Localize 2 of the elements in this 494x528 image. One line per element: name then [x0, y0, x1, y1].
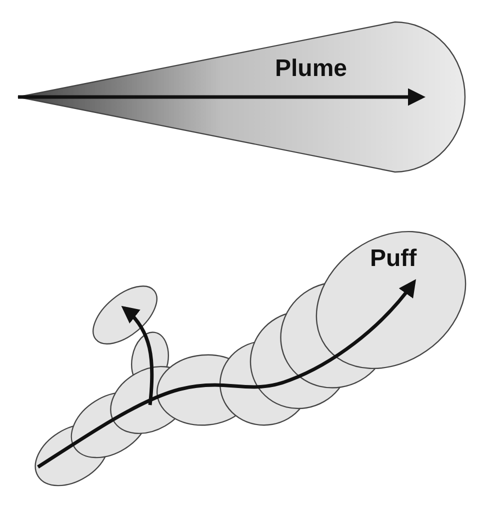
plume-label: Plume: [275, 57, 348, 81]
puff-label: Puff: [370, 247, 417, 271]
